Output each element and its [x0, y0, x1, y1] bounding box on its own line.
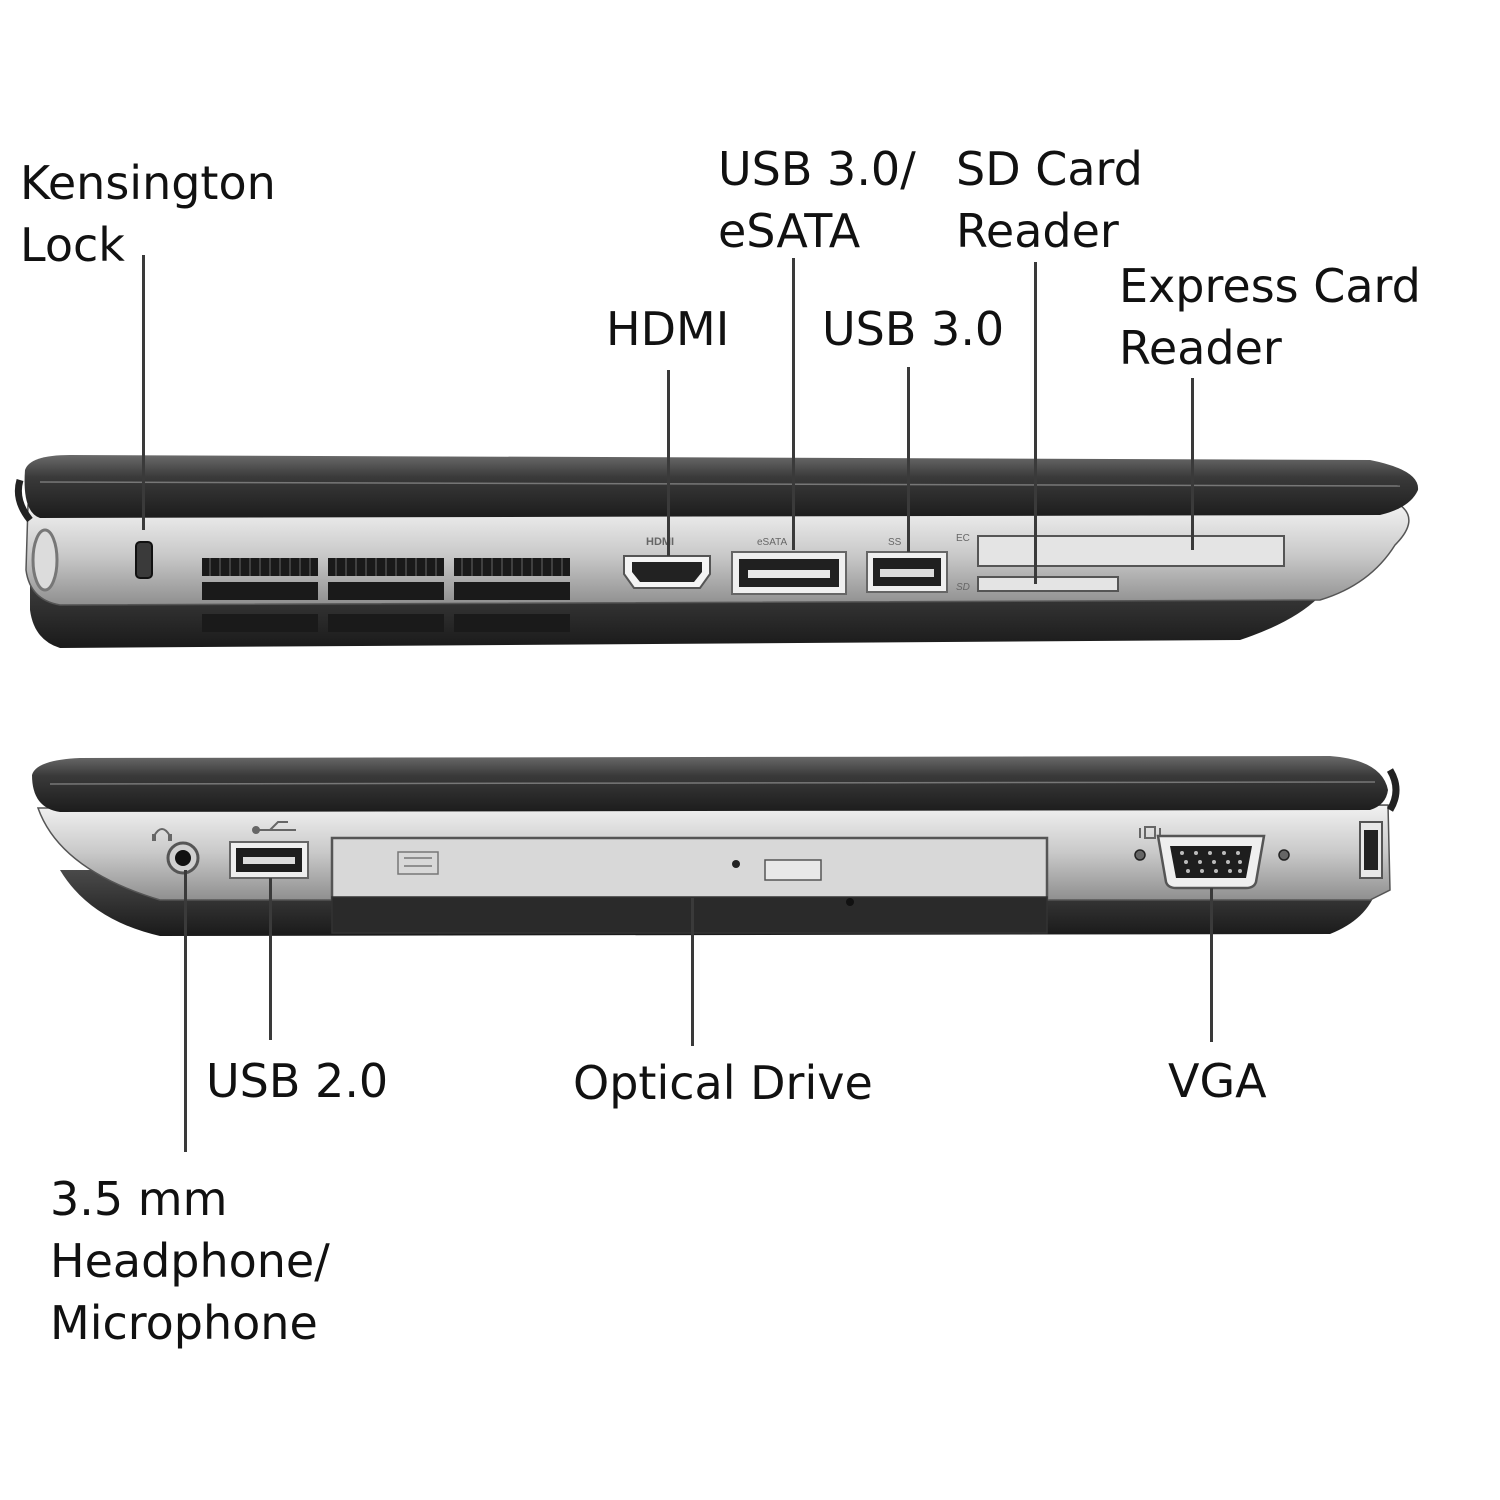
- label-line: Express Card: [1119, 259, 1421, 313]
- sd-mark: SD: [956, 582, 970, 593]
- disc-logo-icon: [397, 851, 439, 875]
- express-card-slot: [977, 535, 1285, 567]
- lid-2: [32, 756, 1388, 812]
- drive-led: [732, 860, 740, 868]
- label-hdmi: HDMI: [606, 298, 729, 360]
- label-line: Reader: [1119, 321, 1282, 375]
- label-line: eSATA: [718, 204, 861, 258]
- leader-usb3: [907, 367, 910, 552]
- right-side-view: [32, 756, 1400, 936]
- hinge-stub-2: [1386, 768, 1400, 812]
- leader-kensington: [142, 255, 145, 530]
- label-line: Reader: [956, 204, 1119, 258]
- leader-hdmi: [667, 370, 670, 556]
- kensington-slot: [135, 541, 153, 579]
- label-line: VGA: [1168, 1054, 1267, 1108]
- lid-highlight: [39, 481, 1401, 487]
- label-kensington-lock: Kensington Lock: [20, 152, 276, 276]
- label-line: Headphone/: [50, 1234, 330, 1288]
- label-line: Lock: [20, 218, 125, 272]
- optical-drive-lower: [331, 896, 1048, 934]
- lid-highlight-2: [49, 781, 1376, 785]
- label-line: USB 3.0/: [718, 142, 916, 196]
- round-bezel: [31, 528, 59, 592]
- label-usb3-esata: USB 3.0/ eSATA: [718, 138, 916, 262]
- manual-eject-hole: [846, 898, 854, 906]
- leader-audio: [184, 870, 187, 1152]
- leader-express: [1191, 378, 1194, 550]
- label-sd-card-reader: SD Card Reader: [956, 138, 1143, 262]
- ss-mark: SS: [888, 537, 902, 548]
- label-usb3: USB 3.0: [822, 298, 1004, 360]
- label-line: 3.5 mm: [50, 1172, 228, 1226]
- optical-drive-tray: [330, 836, 1049, 900]
- leader-usb2: [269, 878, 272, 1040]
- sd-card-slot: [977, 576, 1119, 592]
- esata-mark: eSATA: [757, 537, 788, 548]
- leader-vga: [1210, 888, 1213, 1042]
- label-headphone-microphone: 3.5 mm Headphone/ Microphone: [50, 1168, 330, 1354]
- headphone-icon: [152, 828, 172, 841]
- label-line: USB 3.0: [822, 302, 1005, 356]
- leader-usb3-esata: [792, 258, 795, 550]
- usb-icon: [252, 821, 296, 834]
- hinge-stub: [14, 478, 33, 523]
- ec-mark: EC: [956, 533, 970, 544]
- label-line: Microphone: [50, 1296, 318, 1350]
- left-side-view: HDMI eSATA SS EC SD: [14, 455, 1419, 648]
- label-usb2: USB 2.0: [206, 1050, 388, 1112]
- label-line: Optical Drive: [573, 1056, 873, 1110]
- label-line: SD Card: [956, 142, 1143, 196]
- eject-button: [764, 859, 822, 881]
- vga-pins: [1180, 851, 1242, 873]
- leader-sd: [1034, 262, 1037, 584]
- lid: [24, 455, 1419, 518]
- label-optical-drive: Optical Drive: [573, 1052, 873, 1114]
- leader-optical: [691, 898, 694, 1046]
- label-line: Kensington: [20, 156, 276, 210]
- label-line: USB 2.0: [206, 1054, 389, 1108]
- label-line: HDMI: [606, 302, 730, 356]
- vents: [202, 558, 570, 632]
- display-icon: [1139, 826, 1161, 839]
- label-express-card-reader: Express Card Reader: [1119, 255, 1421, 379]
- label-vga: VGA: [1168, 1050, 1267, 1112]
